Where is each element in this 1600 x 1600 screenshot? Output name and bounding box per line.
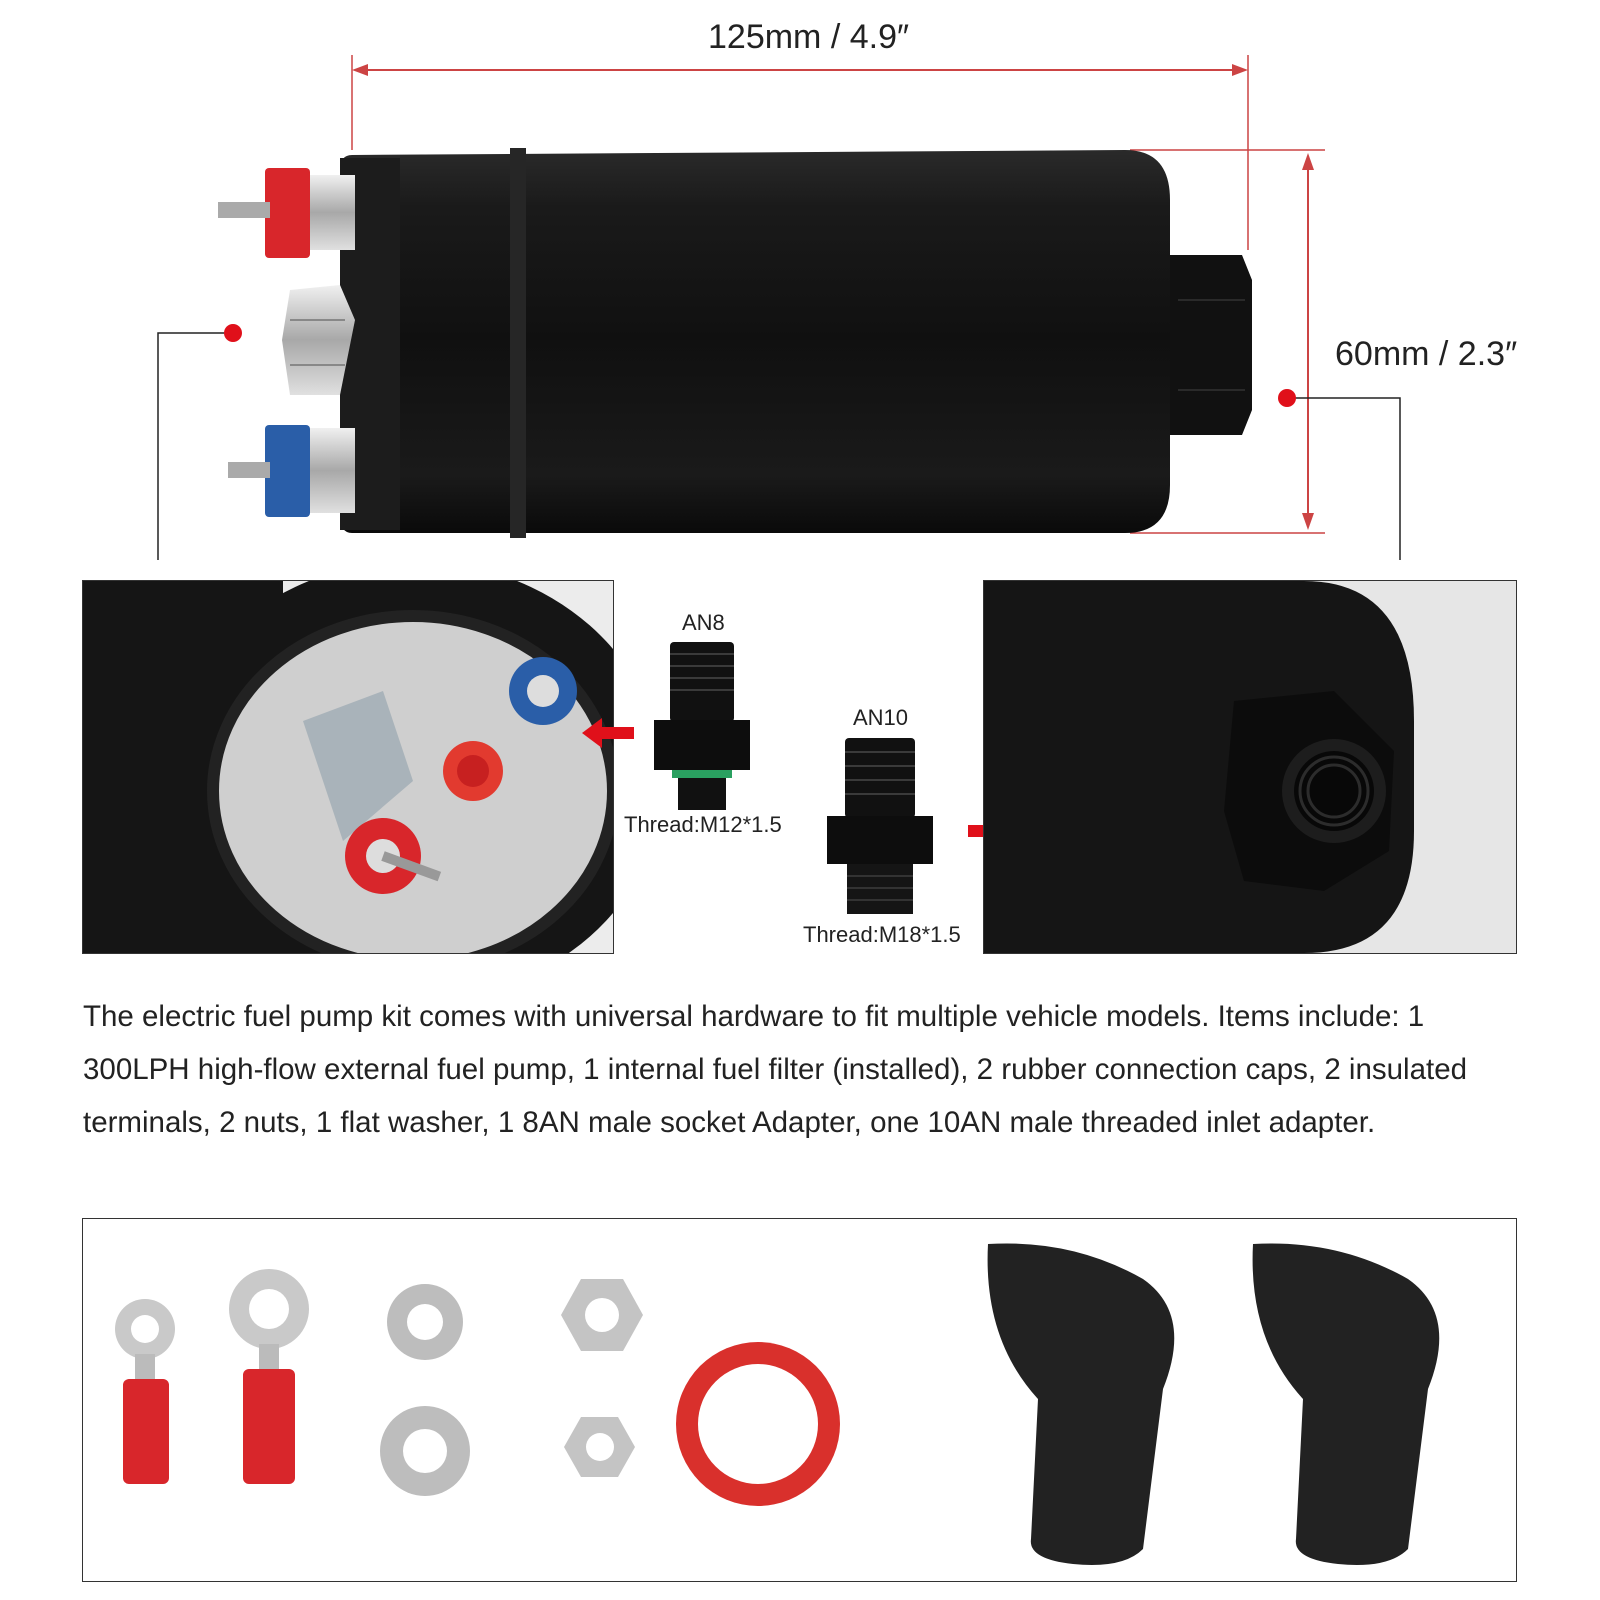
length-dimension-label: 125mm / 4.9″ <box>708 18 910 56</box>
diameter-dimension-label: 60mm / 2.3″ <box>1335 335 1518 373</box>
callout-left <box>157 324 242 560</box>
blue-terminal <box>228 425 355 517</box>
product-description: The electric fuel pump kit comes with un… <box>83 1000 1468 1139</box>
ring-terminal <box>115 1299 175 1484</box>
center-fitting <box>282 285 355 395</box>
an8-thread-label: Thread:M12*1.5 <box>624 812 782 837</box>
flat-washer <box>380 1406 470 1496</box>
outlet-end-detail-photo <box>983 580 1517 954</box>
arrow-left-icon <box>582 718 634 748</box>
hex-nut <box>561 1279 643 1351</box>
fuel-pump-illustration <box>157 55 1401 560</box>
flat-washer <box>387 1284 463 1360</box>
an10-adapter-image <box>827 738 933 914</box>
red-terminal <box>218 168 355 258</box>
rubber-connection-cap <box>987 1243 1175 1565</box>
hex-nut <box>564 1417 635 1477</box>
an10-label: AN10 <box>853 705 909 730</box>
an8-adapter-image <box>654 642 750 810</box>
red-sealing-washer <box>676 1342 840 1506</box>
ring-terminal <box>229 1269 309 1484</box>
callout-dot-icon <box>224 324 242 342</box>
length-dimension-line <box>351 55 1249 250</box>
an10-thread-label: Thread:M18*1.5 <box>803 922 961 947</box>
rubber-connection-cap <box>1252 1243 1440 1565</box>
pump-body <box>340 148 1252 538</box>
callout-right <box>1278 389 1401 560</box>
accessories-kit-photo <box>82 1218 1517 1582</box>
callout-dot-icon <box>1278 389 1296 407</box>
an8-label: AN8 <box>682 610 725 635</box>
diameter-dimension-line <box>1130 149 1325 534</box>
inlet-end-detail-photo <box>82 580 614 954</box>
